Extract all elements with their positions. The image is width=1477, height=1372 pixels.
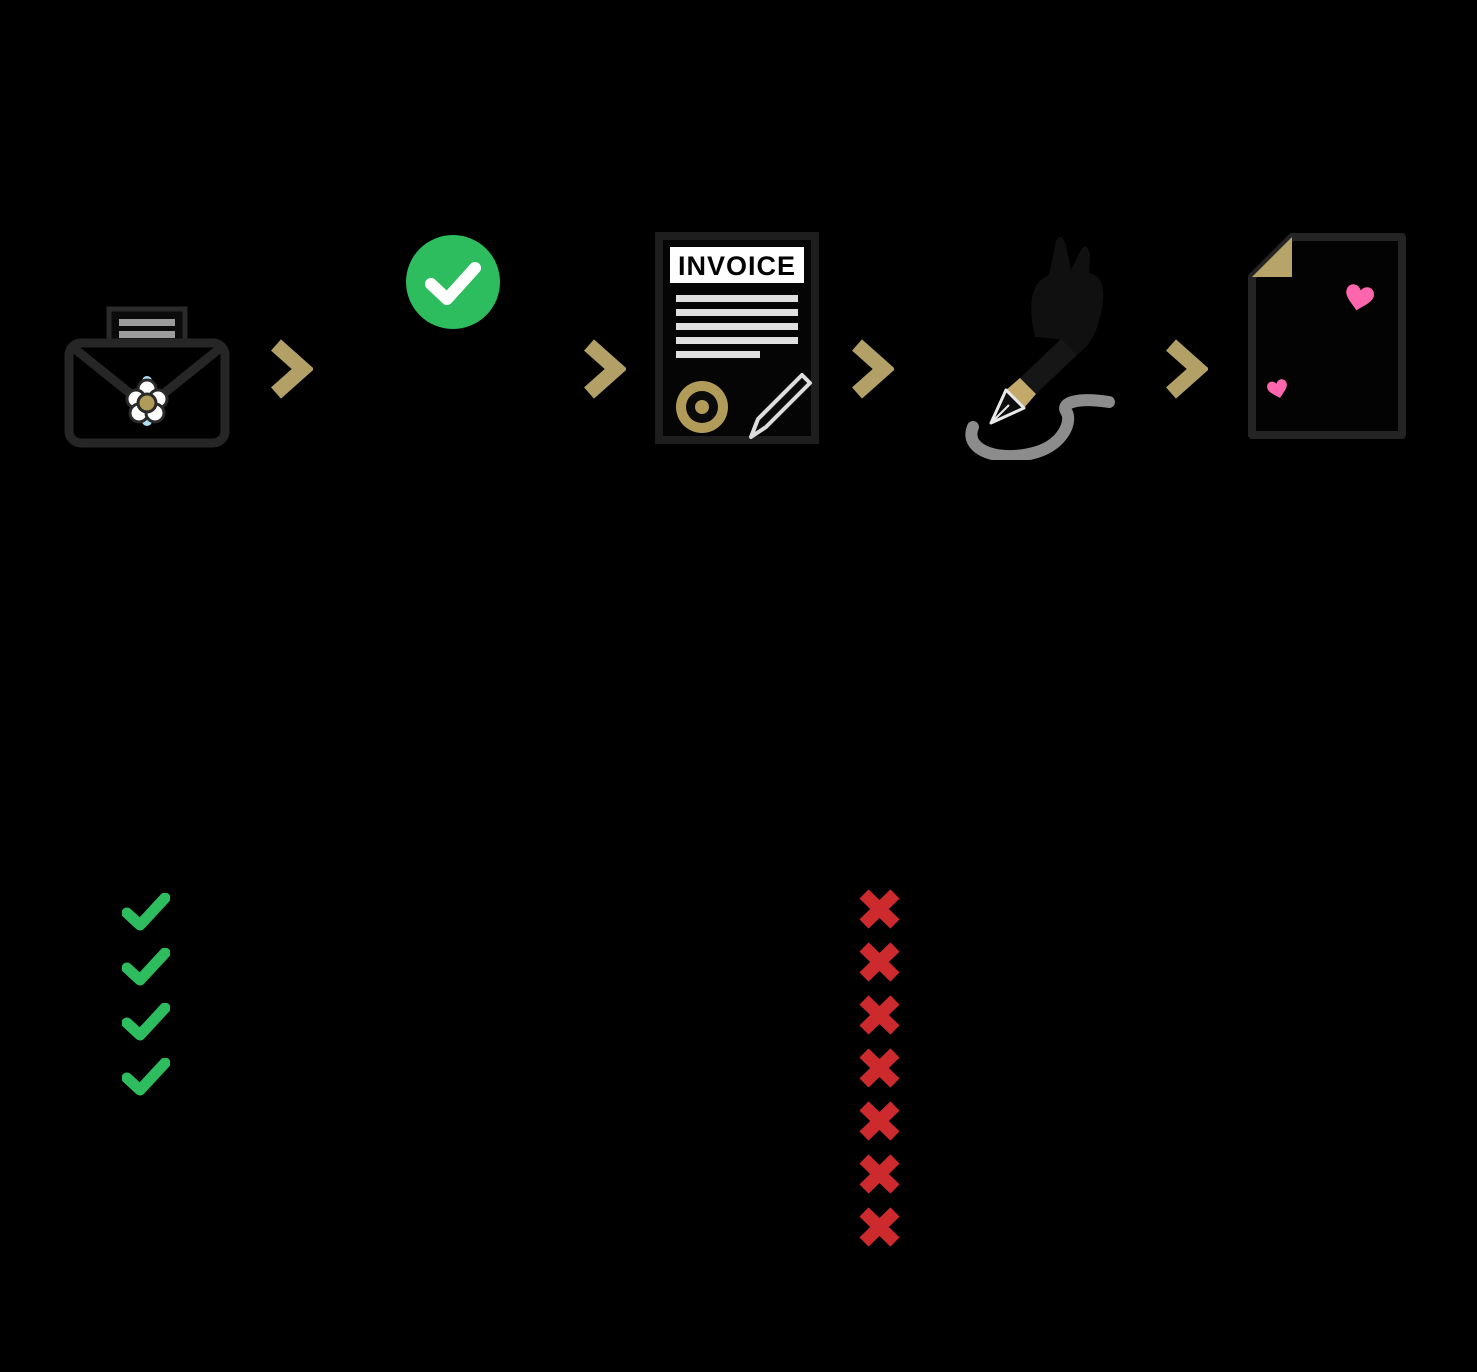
check-icon (122, 948, 170, 986)
cons-checklist (857, 888, 902, 1248)
pros-checklist (122, 893, 170, 1096)
cross-icon (857, 1153, 902, 1195)
cross-icon (857, 1100, 902, 1142)
heart-icon (1346, 284, 1375, 311)
cross-icon (857, 1206, 902, 1248)
hearts-document-icon (1242, 231, 1412, 443)
cross-icon (857, 1047, 902, 1089)
chevron-right-icon (1163, 338, 1208, 400)
seal-icon (676, 381, 728, 433)
pen-stroke-icon (749, 373, 812, 439)
heart-icon (1267, 379, 1287, 399)
cross-icon (857, 994, 902, 1036)
chevron-right-icon (849, 338, 894, 400)
folded-corner (1252, 237, 1292, 277)
flow-step-approved (404, 233, 502, 331)
signing-pen-icon (943, 215, 1121, 460)
flow-step-invoice: INVOICE (654, 231, 820, 445)
cross-icon (857, 941, 902, 983)
invoice-title: INVOICE (678, 251, 796, 281)
check-circle-icon (404, 233, 502, 331)
chevron-right-icon (581, 338, 626, 400)
invoice-icon: INVOICE (654, 231, 820, 445)
envelope-flower-icon (63, 303, 231, 451)
flow-step-final-document (1242, 231, 1412, 443)
flower-seal-icon (125, 376, 169, 426)
hand-shape (1031, 236, 1104, 355)
flow-step-envelope (63, 303, 231, 451)
check-icon (122, 893, 170, 931)
check-icon (122, 1058, 170, 1096)
pen-band (1006, 378, 1036, 408)
signature-swoosh (965, 394, 1115, 460)
check-icon (122, 1003, 170, 1041)
chevron-right-icon (268, 338, 313, 400)
flow-step-signing (943, 215, 1121, 460)
cross-icon (857, 888, 902, 930)
